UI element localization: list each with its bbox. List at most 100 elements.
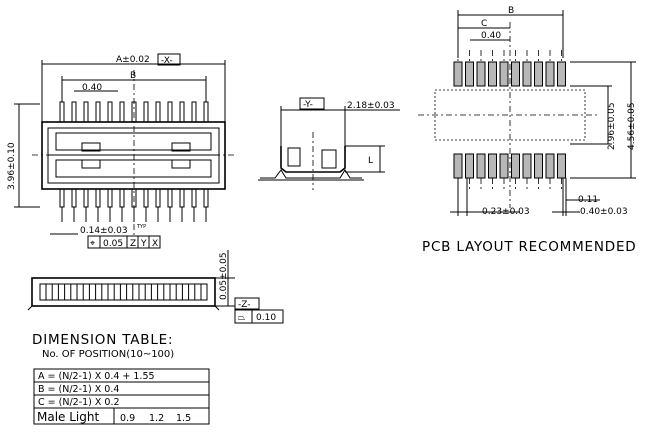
latch-right-top: [171, 142, 191, 152]
datum-x-label: -X-: [161, 56, 173, 66]
coplanarity-frame: [234, 309, 284, 324]
pcb-inner-height-label: 2.96±0.05: [607, 102, 617, 150]
pcb-pad-pitch-label: 0.40±0.03: [580, 207, 628, 217]
pcb-pad-bottom: [499, 153, 509, 179]
pcb-pad-top: [557, 61, 566, 87]
pcb-pad-bottom: [488, 153, 497, 179]
dim-table-row: A = (N/2-1) X 0.4 + 1.55: [38, 371, 155, 382]
top-lead: [83, 101, 89, 123]
dim-table-row: C = (N/2-1) X 0.2: [38, 397, 120, 408]
lead-width-label: 0.14±0.03: [80, 226, 128, 236]
datum-y-box: [299, 97, 325, 110]
side-contact-left: [287, 147, 301, 167]
bottom-lead: [119, 188, 125, 208]
position-symbol-icon: ⌖: [90, 239, 95, 249]
dim-table-frame: [33, 368, 210, 425]
connector-body: [41, 121, 226, 190]
datum-ref-x: X: [152, 239, 158, 249]
top-lead: [179, 101, 185, 123]
dim-table-row: B = (N/2-1) X 0.4: [38, 384, 119, 395]
bottom-lead: [59, 188, 65, 208]
dim-a-label: A±0.02: [116, 55, 150, 65]
pcb-pad-top: [511, 61, 520, 87]
height-label: 3.96±0.10: [7, 142, 17, 190]
pcb-pad-bottom: [511, 153, 520, 179]
bottom-housing: [31, 277, 216, 307]
pcb-pad-top: [499, 61, 509, 87]
top-lead: [191, 101, 197, 123]
pcb-pad-bottom: [534, 153, 543, 179]
side-view: -Y- 2.18±0.03 L: [258, 97, 400, 190]
bottom-inner: [39, 283, 208, 301]
top-lead: [59, 101, 65, 123]
bottom-lead: [95, 188, 101, 208]
top-lead: [203, 101, 209, 123]
top-lead: [71, 101, 77, 123]
bottom-lead: [83, 188, 89, 208]
datum-z-label: -Z-: [238, 300, 251, 310]
top-lead: [95, 101, 101, 123]
top-lead: [155, 101, 161, 123]
pcb-pad-bottom: [453, 153, 463, 179]
front-view: A±0.02 -X- B 0.40 3.96±0.10 0.14±0.03 TY…: [7, 53, 236, 249]
side-contact-right: [321, 149, 337, 169]
male-light-value: 1.5: [176, 413, 191, 424]
latch-left-bottom: [81, 159, 101, 169]
male-light-value: 1.2: [149, 413, 164, 424]
latch-left-top: [81, 142, 101, 152]
upper-contact-row: [55, 132, 212, 151]
pcb-pad-bottom: [465, 153, 474, 179]
pcb-pad-top: [453, 61, 463, 87]
pcb-pad-bottom: [522, 153, 532, 179]
pcb-pad-top: [476, 61, 486, 87]
datum-ref-y: Y: [140, 239, 147, 249]
pcb-pad-top: [465, 61, 474, 87]
pcb-pad-bottom: [545, 153, 555, 179]
pcb-pitch-label: 0.40: [481, 31, 501, 41]
bottom-height-label: 0.05±0.05: [219, 252, 229, 300]
side-width-label: 2.18±0.03: [347, 101, 395, 111]
pcb-pad-top: [488, 61, 497, 87]
lower-contact-row: [55, 159, 212, 178]
side-housing: [280, 146, 346, 173]
bottom-lead: [71, 188, 77, 208]
pcb-gap-label: 0.11: [578, 195, 598, 205]
top-lead: [107, 101, 113, 123]
bottom-lead: [143, 188, 149, 208]
pcb-pad-bottom: [476, 153, 486, 179]
pitch-label: 0.40: [82, 83, 102, 93]
pcb-caption: PCB LAYOUT RECOMMENDED: [422, 239, 637, 255]
coplanarity-icon: ⏢: [238, 313, 245, 323]
top-lead: [119, 101, 125, 123]
bottom-lead: [203, 188, 209, 208]
coplanarity-value: 0.10: [256, 313, 276, 323]
bottom-lead: [167, 188, 173, 208]
dim-table-subtitle: No. OF POSITION(10~100): [42, 349, 174, 360]
bottom-foot-left: [27, 305, 33, 311]
pcb-layout: B C 0.40 2.96±0.05 4.56±0.05 0.23±0.03 0…: [418, 6, 637, 255]
bottom-lead: [107, 188, 113, 208]
datum-z-box: [234, 297, 260, 310]
pcb-pad-top: [545, 61, 555, 87]
dimension-table: DIMENSION TABLE: No. OF POSITION(10~100)…: [32, 332, 210, 425]
pcb-pad-top: [522, 61, 532, 87]
latch-right-bottom: [171, 159, 191, 169]
bottom-lead: [155, 188, 161, 208]
pcb-c-label: C: [481, 19, 487, 29]
male-light-label: Male Light: [37, 410, 99, 424]
dim-b-label: B: [130, 71, 136, 81]
top-lead: [143, 101, 149, 123]
bottom-contacts: [45, 284, 202, 300]
datum-ref-z: Z: [130, 239, 136, 249]
position-tol-value: 0.05: [103, 239, 123, 249]
pcb-pads: [453, 50, 566, 190]
pcb-pad-bottom: [557, 153, 566, 179]
bottom-lead: [179, 188, 185, 208]
position-tolerance-frame: [87, 235, 161, 249]
bottom-view: 0.05±0.05 -Z- ⏢ 0.10: [27, 250, 284, 324]
pcb-b-label: B: [508, 6, 514, 16]
side-l-label: L: [368, 156, 373, 166]
top-lead: [167, 101, 173, 123]
bottom-foot-right: [214, 305, 220, 311]
pcb-pad-width-label: 0.23±0.03: [482, 207, 530, 217]
